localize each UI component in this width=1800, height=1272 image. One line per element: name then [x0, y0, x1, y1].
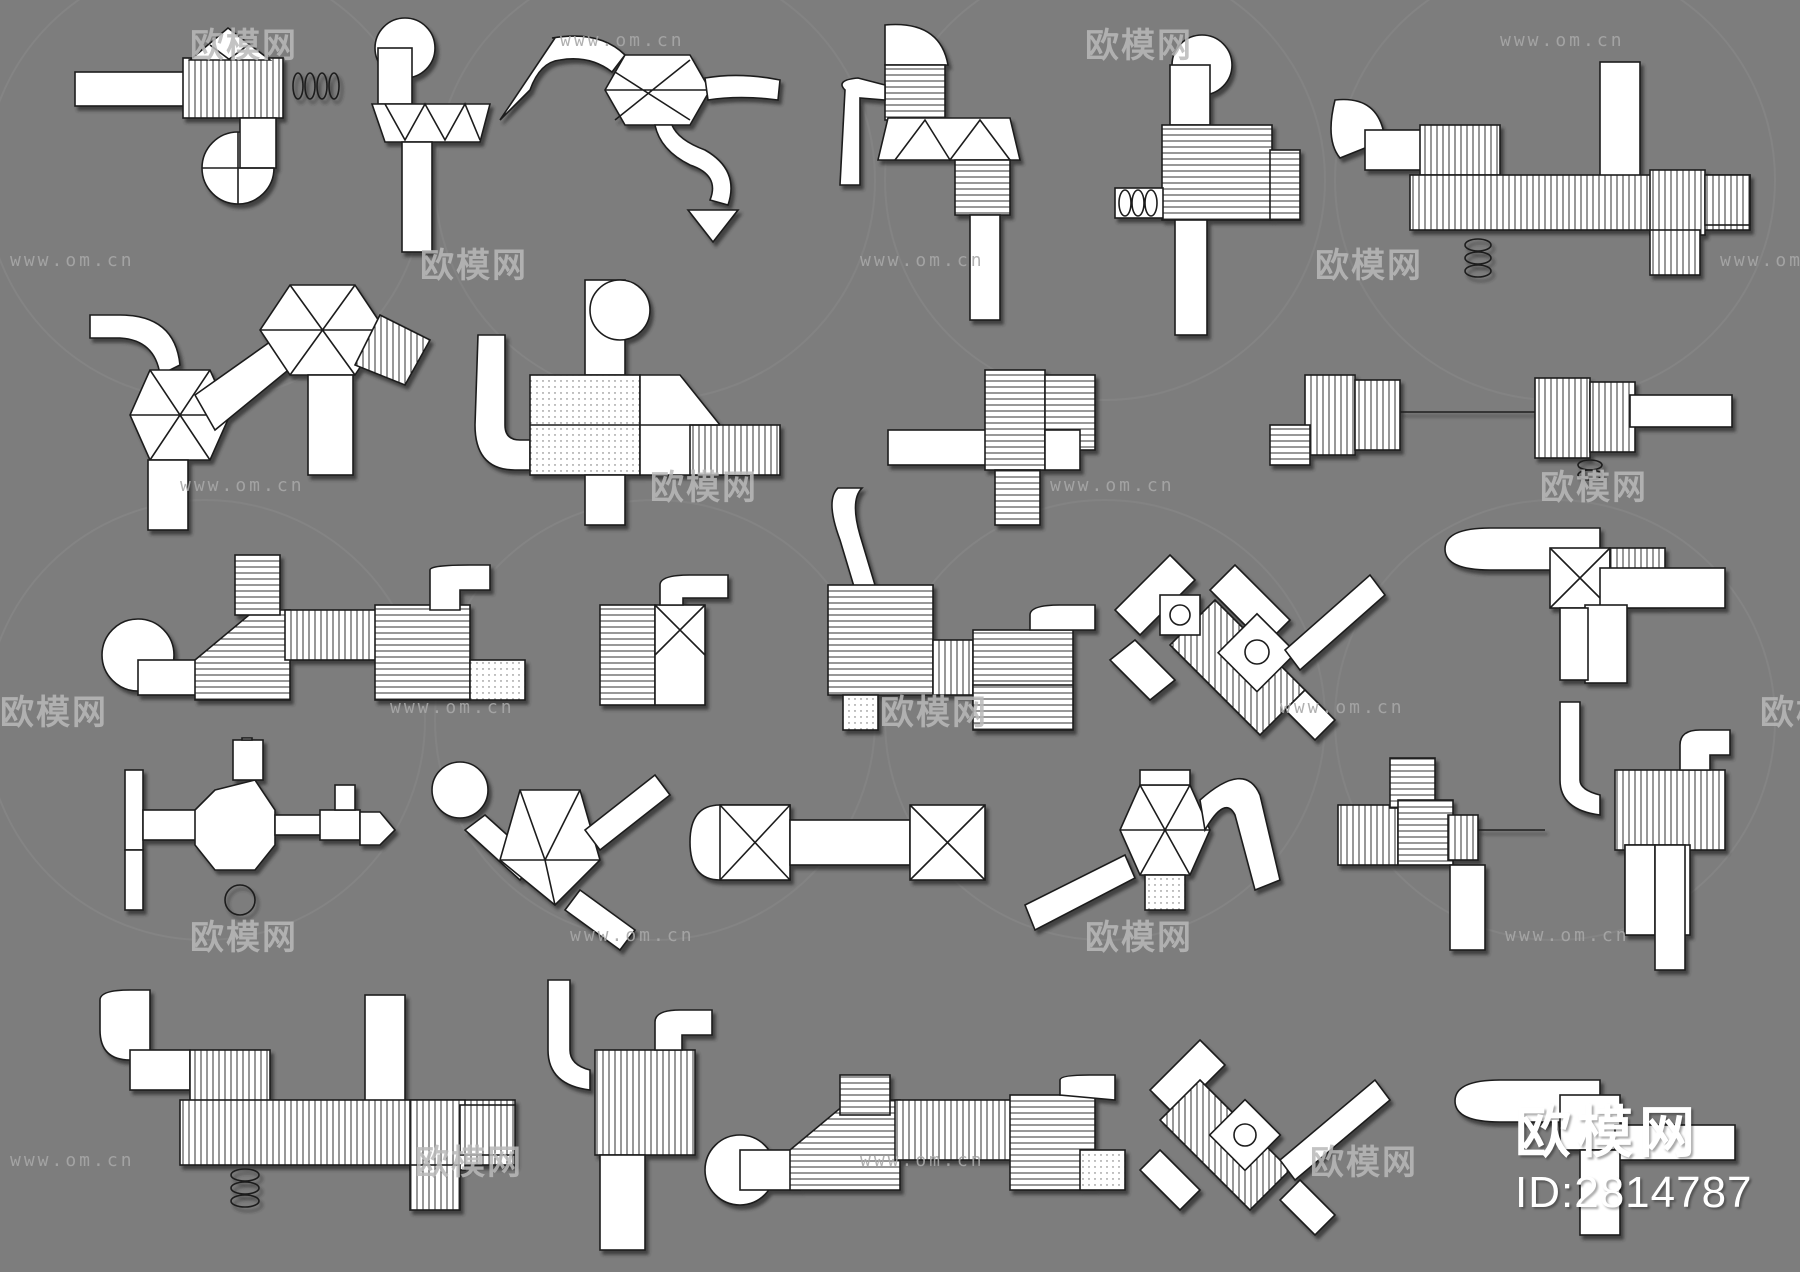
watermark-brand: 欧模网	[1085, 918, 1193, 958]
watermark-brand: 欧模网	[1760, 693, 1800, 733]
watermark-brand: 欧模网	[190, 918, 298, 958]
watermark-url: www.om.cn	[1505, 925, 1630, 946]
watermark-brand: 欧模网	[1310, 1143, 1418, 1183]
watermark-brand: 欧模网	[1085, 26, 1193, 66]
watermark-url: www.om.cn	[560, 30, 685, 51]
playground-plan-18	[689, 804, 986, 881]
watermark-url: www.om.cn	[1720, 250, 1800, 271]
playground-plan-9	[887, 369, 1096, 526]
playground-plan-4	[839, 23, 1022, 321]
playground-plan-13	[827, 487, 1096, 731]
playground-plan-19	[1023, 769, 1281, 932]
playground-plan-15	[1444, 527, 1726, 684]
watermark-url: www.om.cn	[1280, 697, 1405, 718]
footer-image-id: ID:2814787	[1515, 1168, 1753, 1217]
watermark-brand: 欧模网	[420, 246, 528, 286]
watermark-url: www.om.cn	[10, 250, 135, 271]
watermark-brand: 欧模网	[1315, 246, 1423, 286]
watermark-url: www.om.cn	[860, 1150, 985, 1171]
watermark-brand: 欧模网	[650, 468, 758, 508]
playground-plan-3	[499, 35, 781, 244]
watermark-url: www.om.cn	[180, 475, 305, 496]
playground-plan-12	[599, 574, 729, 706]
watermark-brand: 欧模网	[0, 693, 108, 733]
playground-plan-8	[474, 279, 781, 526]
watermark-url: www.om.cn	[1050, 475, 1175, 496]
watermark-url: www.om.cn	[10, 1150, 135, 1171]
playground-plan-25	[1138, 1038, 1392, 1237]
playground-plan-5	[1114, 34, 1301, 336]
playground-plan-17	[431, 761, 672, 952]
playground-plan-14	[1108, 553, 1387, 742]
playground-plan-1	[74, 26, 340, 205]
playground-plan-6	[1330, 61, 1751, 278]
watermark-url: www.om.cn	[570, 925, 695, 946]
playground-plan-2	[370, 17, 492, 253]
playground-plan-21	[1559, 701, 1731, 971]
watermark-brand: 欧模网	[1540, 468, 1648, 508]
playground-plan-20	[1337, 757, 1545, 951]
playground-plan-10	[1269, 374, 1733, 481]
playground-plan-26	[1454, 1079, 1736, 1236]
watermark-url: www.om.cn	[390, 697, 515, 718]
watermark-brand: 欧模网	[415, 1143, 523, 1183]
playground-plan-16	[124, 737, 397, 916]
watermark-url: www.om.cn	[860, 250, 985, 271]
playground-plan-7	[89, 284, 432, 531]
watermark-brand: 欧模网	[880, 693, 988, 733]
playground-plan-23	[547, 979, 713, 1251]
watermark-url: www.om.cn	[1500, 30, 1625, 51]
watermark-brand: 欧模网	[190, 26, 298, 66]
playground-plan-22	[99, 989, 516, 1211]
playground-plan-24	[704, 1074, 1126, 1206]
playground-plan-11	[101, 554, 526, 701]
footer-brand-logo: 欧模网	[1515, 1101, 1701, 1166]
